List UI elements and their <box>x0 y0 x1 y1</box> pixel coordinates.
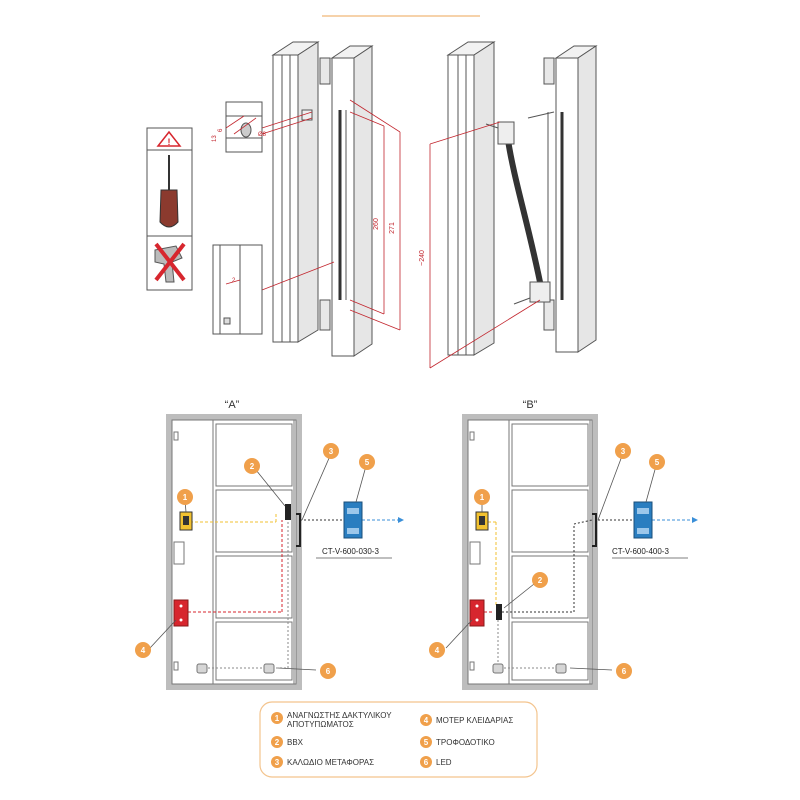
dimension-label-d1: 260 <box>373 218 380 230</box>
panel-a-marker-1-num: 1 <box>183 493 188 502</box>
panel-b-title: “B” <box>523 399 538 411</box>
transfer-cable-perspective <box>485 111 555 305</box>
legend-marker-2-num: 2 <box>275 738 280 747</box>
legend-marker-6 <box>420 756 432 768</box>
legend-item-2-line-1: BBX <box>287 738 304 747</box>
legend-item-5-line-1: ΤΡΟΦΟΔΟΤΙΚΟ <box>436 738 495 747</box>
panel-b-door <box>462 414 598 690</box>
panel-b-leaders <box>445 455 688 671</box>
panel-b-marker-6 <box>616 663 632 679</box>
panel-b-marker-1 <box>474 489 490 505</box>
panel-b-led-left <box>492 663 504 674</box>
legend-marker-1-num: 1 <box>275 714 280 723</box>
panel-a-leaders <box>149 455 392 671</box>
panel-b-components <box>469 501 653 674</box>
legend-item-6-line-1: LED <box>436 758 452 767</box>
legend-item-4-line-1: ΜΟΤΕΡ ΚΛΕΙΔΑΡΙΑΣ <box>436 716 513 725</box>
legend-marker-3 <box>271 756 283 768</box>
panel-b-led-right <box>555 663 567 674</box>
panel-a-marker-3 <box>323 443 339 459</box>
panel-a-marker-6 <box>320 663 336 679</box>
legend-marker-4-num: 4 <box>424 716 429 725</box>
legend-box: 1 ΑΝΑΓΝΩΣΤΗΣ ΔΑΚΤΥΛΙΚΟΥ ΑΠΟΤΥΠΩΜΑΤΟΣ 2 B… <box>259 701 538 778</box>
legend-marker-5 <box>420 736 432 748</box>
panel-a-model-label: CT-V-600-030-3 <box>322 547 379 556</box>
panel-b-marker-6-num: 6 <box>622 667 627 676</box>
frame-profile-left <box>271 41 374 357</box>
panel-b-bbx <box>496 604 502 620</box>
panel-a-led-right <box>263 663 275 674</box>
legend-item-3-line-1: ΚΑΛΩΔΙΟ ΜΕΤΑΦΟΡΑΣ <box>287 758 374 767</box>
panel-b-marker-3-num: 3 <box>621 447 626 456</box>
svg-text:!: ! <box>168 137 171 147</box>
frame-profile-right <box>446 41 598 356</box>
dimension-lines-right <box>429 121 541 369</box>
panel-a-title: “A” <box>225 399 240 411</box>
dimension-label-d6: Ø8 <box>258 132 267 138</box>
legend-marker-4 <box>420 714 432 726</box>
panel-a-marker-2-num: 2 <box>250 462 255 471</box>
panel-b-wiring <box>484 517 698 669</box>
legend-marker-3-num: 3 <box>275 758 280 767</box>
panel-a-marker-4 <box>135 642 151 658</box>
panel-b-marker-2 <box>532 572 548 588</box>
dimension-label-d7: 2 <box>232 278 236 284</box>
dimension-lines-left <box>261 99 401 331</box>
panel-b-model-label: CT-V-600-400-3 <box>612 547 669 556</box>
marker-group: 1 2 3 5 4 6 1 2 3 5 4 6 <box>135 443 665 679</box>
panel-a-marker-6-num: 6 <box>326 667 331 676</box>
legend-item-1-line-2: ΑΠΟΤΥΠΩΜΑΤΟΣ <box>287 720 354 729</box>
panel-a-marker-5 <box>359 454 375 470</box>
panel-a-marker-4-num: 4 <box>141 646 146 655</box>
detail-box-bottom <box>212 244 263 335</box>
panel-a-led-left <box>196 663 208 674</box>
panel-a-handle <box>173 541 185 565</box>
panel-b-marker-3 <box>615 443 631 459</box>
panel-b-lock-motor <box>469 599 485 627</box>
panel-b-marker-4-num: 4 <box>435 646 440 655</box>
legend-marker-6-num: 6 <box>424 758 429 767</box>
panel-a-lock-motor <box>173 599 189 627</box>
panel-a-door <box>166 414 302 690</box>
panel-b-transfer-cable <box>592 513 597 547</box>
panel-a-transfer-cable <box>296 513 301 547</box>
screwdriver-icon <box>159 155 179 228</box>
panel-a-marker-3-num: 3 <box>329 447 334 456</box>
panel-a-marker-2 <box>244 458 260 474</box>
panel-b-marker-2-num: 2 <box>538 576 543 585</box>
dimension-label-d5: 6 <box>218 128 224 132</box>
legend-item-1-line-1: ΑΝΑΓΝΩΣΤΗΣ ΔΑΚΤΥΛΙΚΟΥ <box>287 711 392 720</box>
panel-a-marker-5-num: 5 <box>365 458 370 467</box>
panel-a-bbx <box>285 504 291 520</box>
panel-a-components <box>173 501 363 674</box>
panel-b-handle <box>469 541 481 565</box>
dimension-label-d4: 13 <box>212 135 218 142</box>
panel-b-marker-5 <box>649 454 665 470</box>
panel-b-marker-5-num: 5 <box>655 458 660 467</box>
tool-warning-box: ! <box>146 127 193 291</box>
panel-b-marker-4 <box>429 642 445 658</box>
dimension-label-d3: ~240 <box>419 250 426 266</box>
legend-marker-5-num: 5 <box>424 738 429 747</box>
dimension-label-d2: 271 <box>389 222 396 234</box>
detail-box-top <box>225 101 263 153</box>
legend-marker-1 <box>271 712 283 724</box>
panel-a-marker-1 <box>177 489 193 505</box>
legend-marker-2 <box>271 736 283 748</box>
power-drill-forbidden-icon <box>154 242 186 283</box>
warning-triangle-icon: ! <box>156 130 182 147</box>
panel-b-marker-1-num: 1 <box>480 493 485 502</box>
